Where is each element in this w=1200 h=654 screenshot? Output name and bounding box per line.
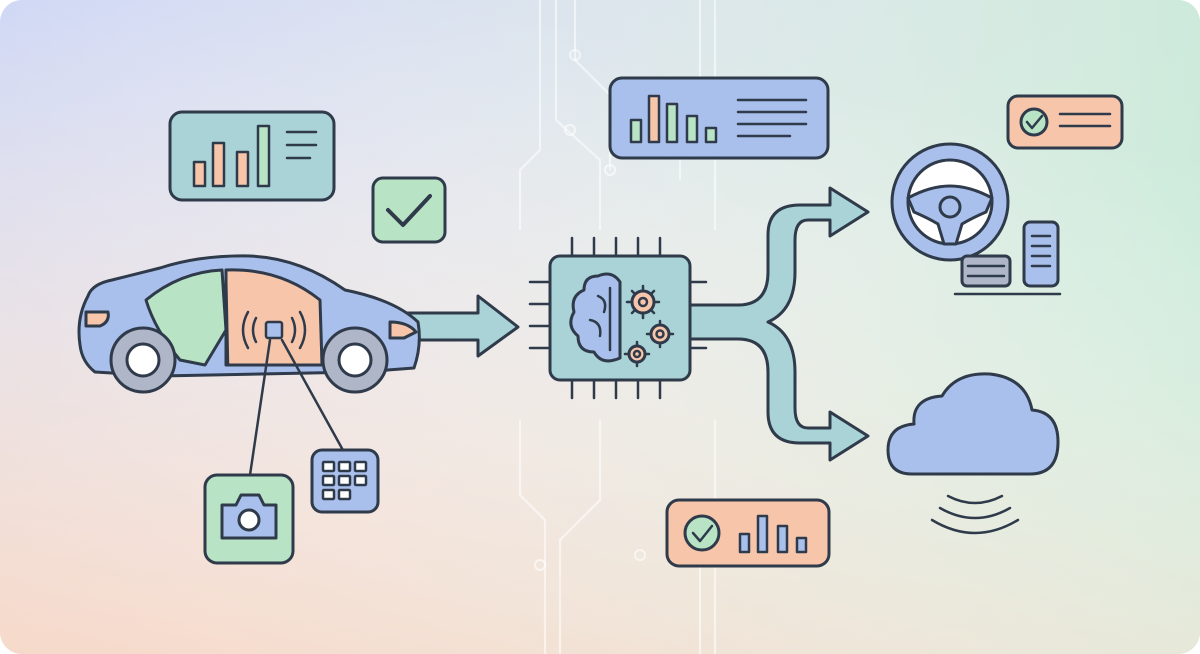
connector-to-camera bbox=[248, 338, 272, 477]
vehicle-check-card bbox=[371, 176, 447, 244]
ai-processor-chip bbox=[528, 236, 708, 400]
vehicle-control-group bbox=[890, 142, 1062, 296]
gear-icon bbox=[645, 319, 675, 349]
cloud-group bbox=[886, 372, 1060, 535]
connector-to-sensor-array bbox=[280, 338, 346, 454]
sensor-array-card bbox=[310, 448, 380, 514]
pedal-icon bbox=[953, 220, 1062, 296]
cloud-status-card bbox=[665, 498, 831, 568]
car-icon bbox=[77, 254, 421, 394]
bar-chart-icon bbox=[738, 514, 808, 554]
bar-chart-icon bbox=[629, 94, 718, 144]
control-status-card bbox=[1006, 94, 1124, 150]
wheel-rear bbox=[321, 326, 389, 394]
bar-chart-icon bbox=[192, 124, 271, 188]
wireless-signal-icon bbox=[930, 494, 1020, 535]
steering-wheel-icon bbox=[890, 142, 1010, 262]
gear-icon bbox=[625, 284, 661, 320]
camera-card bbox=[203, 473, 295, 565]
checkmark-icon bbox=[1019, 107, 1049, 137]
cloud-icon bbox=[886, 372, 1060, 476]
camera-icon bbox=[220, 493, 278, 540]
sensor-chip-icon bbox=[241, 310, 307, 350]
brain-icon bbox=[569, 272, 622, 363]
arrow-processor-to-outputs bbox=[688, 186, 870, 462]
checkmark-icon bbox=[683, 514, 721, 552]
processor-metrics-card bbox=[608, 76, 830, 160]
gear-icon bbox=[623, 340, 651, 368]
vehicle-metrics-card bbox=[168, 110, 336, 202]
checkmark-icon bbox=[386, 194, 432, 227]
grid-sensor-icon bbox=[321, 460, 368, 501]
wheel-front bbox=[109, 326, 177, 394]
